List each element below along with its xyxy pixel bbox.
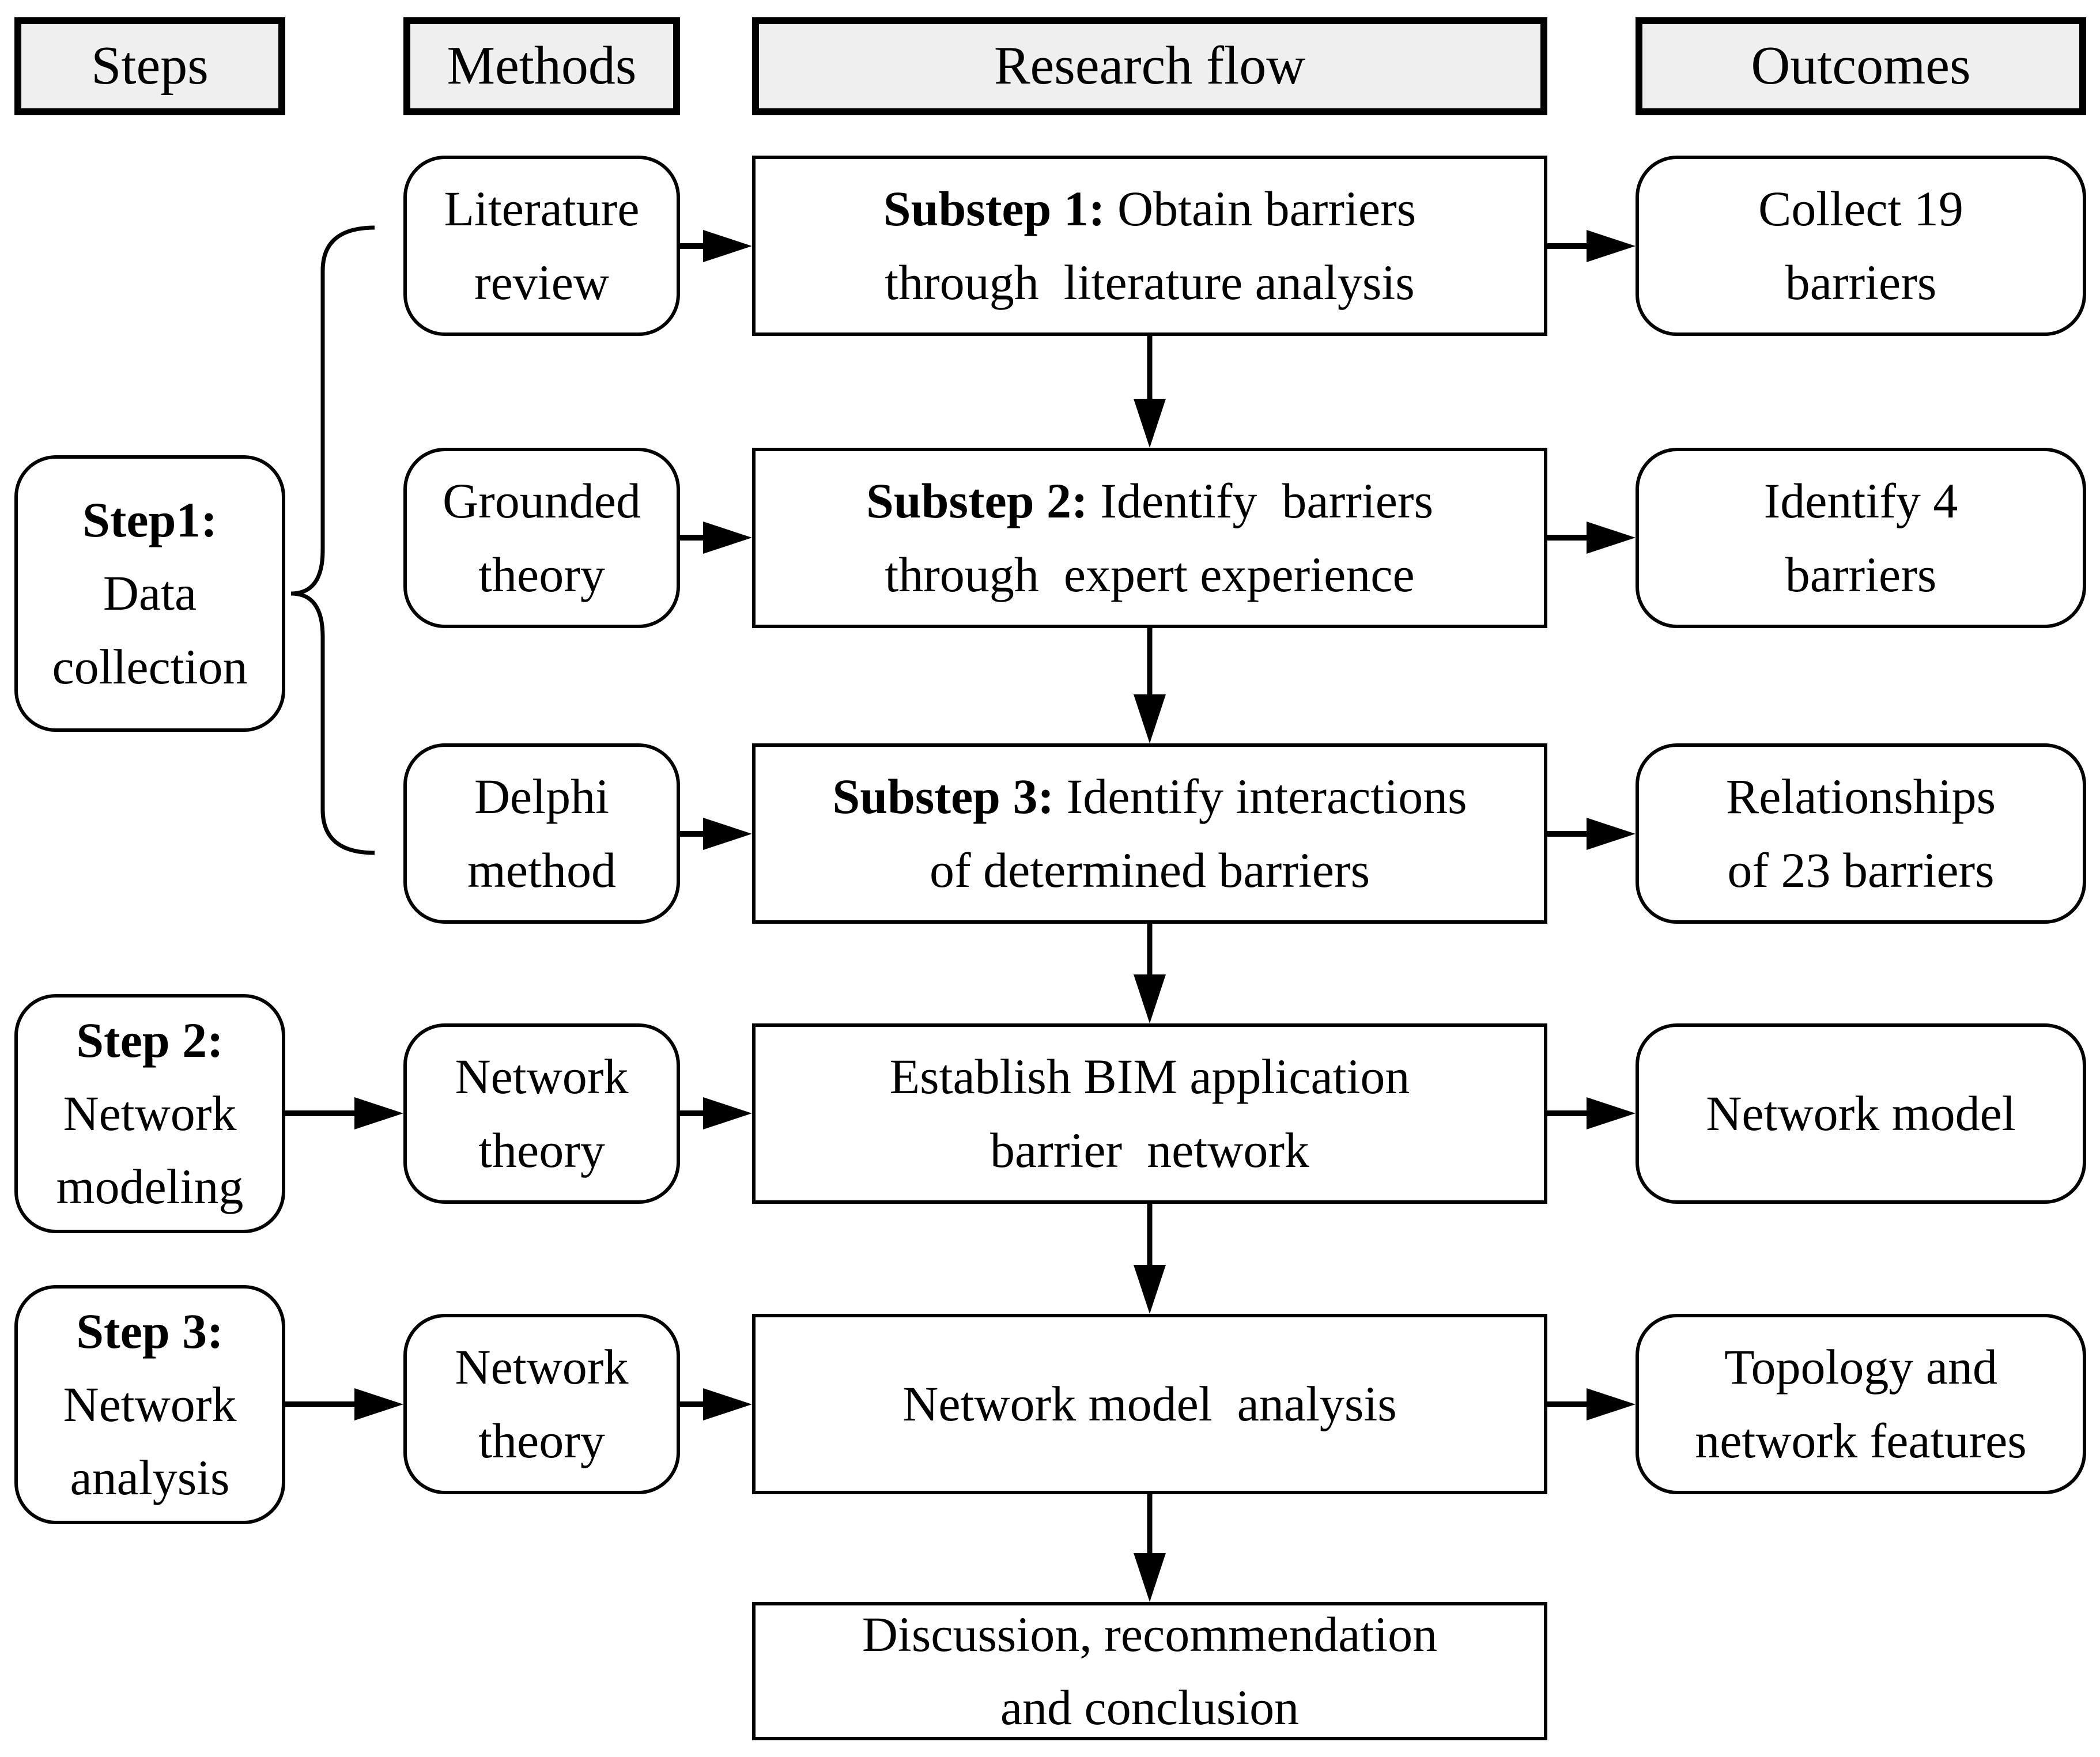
flow-discussion-line2: and conclusion <box>1000 1680 1300 1735</box>
arrow-establish-down-analysis <box>1134 1204 1166 1314</box>
outcome-collect-19-barriers: Collect 19 barriers <box>1636 156 2086 336</box>
method-grounded-line1: Grounded <box>443 473 641 529</box>
header-methods: Methods <box>403 17 680 115</box>
header-research-flow: Research flow <box>752 17 1547 115</box>
method-grounded-theory: Grounded theory <box>403 448 680 628</box>
method-network2-line1: Network <box>455 1339 629 1395</box>
header-research-flow-label: Research flow <box>994 36 1306 96</box>
step1-label-line3: collection <box>52 638 248 694</box>
flow-substep1-line2: through literature analysis <box>885 254 1415 310</box>
flow-substep3-line2: of determined barriers <box>929 842 1370 898</box>
method-network1-line2: theory <box>478 1122 605 1178</box>
header-steps: Steps <box>14 17 285 115</box>
step3-label-bold: Step 3: <box>76 1303 224 1359</box>
method-grounded-line2: theory <box>478 546 605 602</box>
flow-substep2-bold: Substep 2: <box>866 473 1088 529</box>
flow-substep1-bold: Substep 1: <box>883 181 1105 237</box>
method-network-theory-2: Network theory <box>403 1314 680 1494</box>
outcome-topology-line1: Topology and <box>1724 1339 1998 1395</box>
flow-substep3: Substep 3: Identify interactions of dete… <box>752 743 1547 924</box>
arrow-networktheory2-to-analysis <box>680 1388 752 1420</box>
step1-label-bold: Step1: <box>82 492 218 548</box>
outcome-topology-line2: network features <box>1695 1412 2027 1468</box>
method-literature-review: Literature review <box>403 156 680 336</box>
step3-box: Step 3: Network analysis <box>14 1285 285 1524</box>
arrow-analysis-down-discussion <box>1134 1494 1166 1602</box>
flow-establish-line2: barrier network <box>990 1122 1309 1178</box>
step3-label-line2: Network <box>63 1376 237 1432</box>
outcome-identify4-line2: barriers <box>1785 546 1937 602</box>
header-steps-label: Steps <box>91 36 209 96</box>
header-outcomes: Outcomes <box>1636 17 2086 115</box>
flow-analysis-line1: Network model analysis <box>902 1376 1397 1431</box>
outcome-relationships-line2: of 23 barriers <box>1727 842 1995 898</box>
arrow-networktheory1-to-establish <box>680 1097 752 1129</box>
step2-box: Step 2: Network modeling <box>14 994 285 1233</box>
flow-discussion: Discussion, recommendation and conclusio… <box>752 1602 1547 1740</box>
method-literature-line1: Literature <box>444 181 640 237</box>
method-delphi-line2: method <box>467 842 616 898</box>
method-literature-line2: review <box>474 254 609 310</box>
arrow-substep2-down-substep3 <box>1134 628 1166 743</box>
arrow-substep2-to-identify4 <box>1547 522 1636 554</box>
arrow-substep3-down-establish <box>1134 924 1166 1023</box>
step2-label-line2: Network <box>63 1085 237 1141</box>
arrow-grounded-to-substep2 <box>680 522 752 554</box>
arrow-analysis-to-topology <box>1547 1388 1636 1420</box>
step1-box: Step1: Data collection <box>14 455 285 732</box>
flow-substep3-bold: Substep 3: <box>832 769 1055 825</box>
outcome-collect19-line1: Collect 19 <box>1758 181 1963 237</box>
header-methods-label: Methods <box>447 36 637 96</box>
step3-label-line3: analysis <box>70 1450 230 1506</box>
outcome-relationships-line1: Relationships <box>1725 769 1996 825</box>
method-delphi: Delphi method <box>403 743 680 924</box>
flow-substep2-rest: Identify barriers <box>1087 473 1434 529</box>
outcome-networkmodel-line1: Network model <box>1706 1085 2016 1141</box>
outcome-collect19-line2: barriers <box>1785 254 1937 310</box>
flow-substep2: Substep 2: Identify barriers through exp… <box>752 448 1547 628</box>
arrow-literature-to-substep1 <box>680 230 752 262</box>
flow-establish-line1: Establish BIM application <box>889 1049 1410 1105</box>
flow-substep1: Substep 1: Obtain barriers through liter… <box>752 156 1547 336</box>
step2-label-bold: Step 2: <box>76 1012 224 1068</box>
arrow-substep3-to-relationships <box>1547 818 1636 850</box>
flow-substep2-line2: through expert experience <box>885 546 1415 602</box>
outcome-network-model: Network model <box>1636 1023 2086 1204</box>
step1-label-line2: Data <box>103 565 197 621</box>
header-outcomes-label: Outcomes <box>1751 36 1971 96</box>
arrow-delphi-to-substep3 <box>680 818 752 850</box>
flow-substep1-rest: Obtain barriers <box>1105 181 1417 237</box>
outcome-relationships-23-barriers: Relationships of 23 barriers <box>1636 743 2086 924</box>
step2-label-line3: modeling <box>56 1159 244 1215</box>
method-network2-line2: theory <box>478 1412 605 1468</box>
arrow-substep1-down-substep2 <box>1134 336 1166 448</box>
arrow-step2-to-networktheory1 <box>285 1097 403 1129</box>
method-network-theory-1: Network theory <box>403 1023 680 1204</box>
flow-substep3-rest: Identify interactions <box>1054 769 1467 825</box>
flow-network-analysis: Network model analysis <box>752 1314 1547 1494</box>
outcome-identify4-line1: Identify 4 <box>1763 473 1958 529</box>
arrow-establish-to-networkmodel <box>1547 1097 1636 1129</box>
flow-discussion-line1: Discussion, recommendation <box>862 1606 1438 1662</box>
step1-group-brace-icon <box>290 225 375 855</box>
method-network1-line1: Network <box>455 1049 629 1105</box>
flow-establish-network: Establish BIM application barrier networ… <box>752 1023 1547 1204</box>
outcome-identify-4-barriers: Identify 4 barriers <box>1636 448 2086 628</box>
outcome-topology-features: Topology and network features <box>1636 1314 2086 1494</box>
arrow-substep1-to-collect19 <box>1547 230 1636 262</box>
method-delphi-line1: Delphi <box>474 769 610 825</box>
arrow-step3-to-networktheory2 <box>285 1388 403 1420</box>
